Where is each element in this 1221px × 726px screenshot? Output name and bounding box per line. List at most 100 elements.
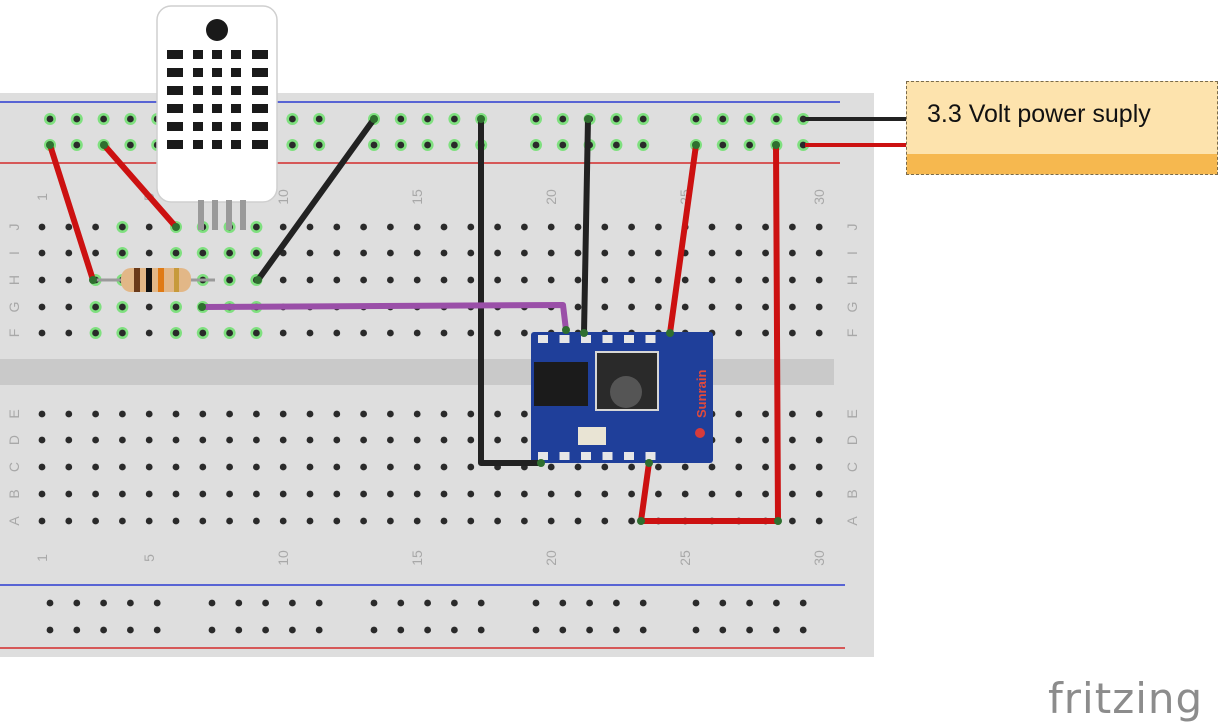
breadboard-hole xyxy=(38,276,46,284)
row-letter-left: C xyxy=(6,462,22,472)
column-number-bottom: 10 xyxy=(275,550,291,566)
rail-hole xyxy=(799,141,807,149)
breadboard-hole xyxy=(226,329,234,337)
breadboard-hole xyxy=(789,329,796,337)
rail-hole xyxy=(289,115,296,123)
breadboard-hole xyxy=(413,436,421,444)
breadboard-hole xyxy=(199,517,207,525)
breadboard-hole xyxy=(655,276,662,284)
breadboard-hole xyxy=(628,276,635,284)
breadboard-hole xyxy=(253,249,260,257)
rail-hole xyxy=(424,115,431,123)
rail-hole xyxy=(235,599,243,607)
breadboard-hole xyxy=(65,276,73,284)
breadboard-hole xyxy=(145,517,153,525)
breadboard-hole xyxy=(789,517,796,525)
breadboard-hole xyxy=(655,303,662,311)
breadboard-hole xyxy=(92,490,99,498)
breadboard-hole xyxy=(762,249,769,257)
breadboard-hole xyxy=(387,249,394,257)
breadboard-hole xyxy=(38,249,46,257)
breadboard-hole xyxy=(199,249,207,257)
breadboard-hole xyxy=(333,436,341,444)
rail-hole xyxy=(719,626,727,634)
breadboard-hole xyxy=(92,463,99,471)
rail-hole xyxy=(370,141,378,149)
breadboard-hole xyxy=(92,329,99,337)
row-letter-right: F xyxy=(844,329,860,338)
breadboard-hole xyxy=(681,490,689,498)
esp-chip-icon: Sunrain xyxy=(531,332,713,463)
wire-end xyxy=(772,141,780,149)
rail-hole xyxy=(532,141,540,149)
rail-hole xyxy=(208,626,216,634)
rail-hole xyxy=(532,599,540,607)
rail-hole xyxy=(773,626,780,634)
breadboard-hole xyxy=(387,436,394,444)
breadboard-hole xyxy=(360,249,367,257)
breadboard-hole xyxy=(145,463,153,471)
rail-hole xyxy=(746,115,753,123)
breadboard-hole xyxy=(815,517,823,525)
breadboard-hole xyxy=(681,276,689,284)
breadboard-hole xyxy=(65,517,73,525)
rail-hole xyxy=(559,141,567,149)
breadboard-hole xyxy=(815,329,823,337)
rail-hole xyxy=(208,599,216,607)
wire-end xyxy=(692,141,700,149)
breadboard-hole xyxy=(789,436,796,444)
column-number-bottom: 15 xyxy=(409,550,425,566)
row-letter-left: E xyxy=(6,409,22,418)
breadboard-hole xyxy=(789,223,796,231)
breadboard-hole xyxy=(521,490,528,498)
breadboard-hole xyxy=(413,329,421,337)
breadboard-hole xyxy=(467,223,475,231)
breadboard-hole xyxy=(521,249,528,257)
breadboard-hole xyxy=(789,490,796,498)
rail-hole xyxy=(692,599,700,607)
breadboard-hole xyxy=(387,223,394,231)
rail-hole xyxy=(613,115,620,123)
breadboard-hole xyxy=(360,517,367,525)
rail-hole xyxy=(613,599,620,607)
breadboard-hole xyxy=(494,436,501,444)
breadboard-hole xyxy=(119,463,126,471)
breadboard-hole xyxy=(279,410,287,418)
breadboard-hole xyxy=(521,410,528,418)
column-number-top: 1 xyxy=(34,193,50,201)
breadboard-hole xyxy=(521,517,528,525)
esp-pin xyxy=(559,335,570,343)
rail-hole xyxy=(613,626,620,634)
breadboard-hole xyxy=(494,249,501,257)
breadboard-hole xyxy=(172,463,180,471)
breadboard-hole xyxy=(279,223,287,231)
row-letter-left: A xyxy=(6,516,22,526)
breadboard-hole xyxy=(601,223,609,231)
rail-hole xyxy=(126,626,134,634)
breadboard-hole xyxy=(119,223,126,231)
wire-end xyxy=(254,276,262,284)
column-number-bottom: 30 xyxy=(811,550,827,566)
breadboard-hole xyxy=(440,410,448,418)
rail-hole xyxy=(532,115,540,123)
breadboard-hole xyxy=(762,436,769,444)
rail-hole xyxy=(477,626,485,634)
rail-hole xyxy=(397,115,405,123)
breadboard-hole xyxy=(333,410,341,418)
breadboard-hole xyxy=(494,223,501,231)
row-letter-right: H xyxy=(844,275,860,285)
rail-hole xyxy=(692,115,700,123)
breadboard-hole xyxy=(681,303,689,311)
column-number-bottom: 20 xyxy=(543,550,559,566)
rail-hole xyxy=(719,115,727,123)
rail-hole xyxy=(746,141,753,149)
rail-hole xyxy=(397,626,405,634)
black-wire-2 xyxy=(478,116,544,466)
breadboard-hole xyxy=(199,463,207,471)
breadboard-hole xyxy=(38,490,46,498)
breadboard-hole xyxy=(413,223,421,231)
breadboard-hole xyxy=(440,329,448,337)
rail-hole xyxy=(639,626,647,634)
